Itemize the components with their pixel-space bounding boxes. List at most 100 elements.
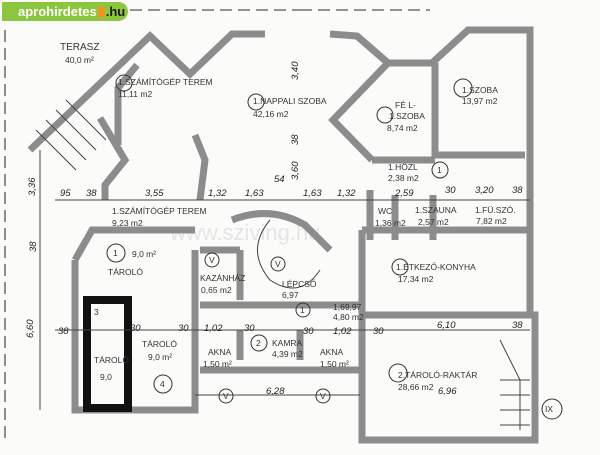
dimension: 38 xyxy=(28,241,39,252)
dimension: 6,60 xyxy=(25,319,36,338)
dimension: 38 xyxy=(512,320,523,331)
v-marker: V xyxy=(275,259,281,269)
dimension: 38 xyxy=(290,134,301,145)
axis-marker: IX xyxy=(545,404,553,414)
dimension: 30 xyxy=(244,323,255,334)
logo-text: aprohirdetes xyxy=(18,4,97,19)
dimension: 3,55 xyxy=(145,188,164,199)
dimension: 6,10 xyxy=(437,320,456,331)
dimension: 3,40 xyxy=(290,61,301,80)
room-area: 7,82 m2 xyxy=(476,216,507,226)
room-number: 2 xyxy=(256,338,261,348)
dimension: 3,20 xyxy=(475,185,494,196)
dimension: 3,60 xyxy=(290,161,301,180)
storage-3-black-outline xyxy=(83,296,132,412)
room-name: AKNA xyxy=(208,347,231,357)
dimension: 2,59 xyxy=(394,188,414,199)
room-name: FÉ L- xyxy=(395,100,416,110)
dimension: 38 xyxy=(512,185,523,196)
room-name: TÁROLÓ xyxy=(94,355,129,365)
logo-suffix: .hu xyxy=(105,4,126,19)
dimension: 1,32 xyxy=(337,188,356,199)
terrace-area: 40,0 m² xyxy=(65,55,94,65)
room-area: 13,97 m2 xyxy=(462,96,498,106)
dimension: 1,63 xyxy=(245,188,264,199)
room-number: 1 xyxy=(113,248,118,258)
dimension: 30 xyxy=(445,185,456,196)
room-area: 28,66 m2 xyxy=(398,382,434,392)
room-area: 9,0 xyxy=(100,372,112,382)
room-number-circle xyxy=(106,243,126,263)
dimension: 1,02 xyxy=(333,326,352,337)
room-marker-circle xyxy=(247,93,265,111)
dimension: 1,63 xyxy=(303,188,322,199)
room-area: 1,50 m² xyxy=(203,359,232,369)
dimension: 1,02 xyxy=(204,323,223,334)
room-name: AKNA xyxy=(320,347,343,357)
room-number-circle xyxy=(250,334,268,352)
dimension: 30 xyxy=(178,323,189,334)
marker-1: 1 xyxy=(300,305,305,315)
room-name: 1.SZOBA xyxy=(389,111,425,121)
dimension: 6,28 xyxy=(266,386,285,397)
room-labels: TERASZ 40,0 m² 1.SZÁMÍTÓGÉP TEREM 11,11 … xyxy=(60,42,516,394)
room-number: 3 xyxy=(94,307,99,317)
v-marker: V xyxy=(223,391,229,401)
room-name: 1.ÉTKEZŐ-KONYHA xyxy=(396,262,476,272)
dimension: 38 xyxy=(58,326,69,337)
room-name: 1.HÖZL xyxy=(388,162,418,172)
markers: V V V V 1 IX xyxy=(204,252,563,420)
room-name: 1.SZOBA xyxy=(462,85,498,95)
terrace-name: TERASZ xyxy=(60,42,99,53)
room-area: 11,11 m2 xyxy=(118,89,152,99)
room-name: TÁROLÓ xyxy=(142,339,177,349)
marker-1-label: 1 xyxy=(437,165,442,175)
room-area: 8,74 m2 xyxy=(387,123,418,133)
room-area: 1,50 m² xyxy=(320,359,349,369)
dimension: 6,96 xyxy=(438,386,457,397)
room-area: 0,65 m2 xyxy=(201,285,232,295)
dimension: 3,36 xyxy=(27,177,38,196)
room-name: 1.FÜ.SZÓ. xyxy=(475,205,516,215)
room-marker-circle xyxy=(388,363,408,383)
walls xyxy=(27,26,539,444)
room-area: 42,16 m2 xyxy=(253,109,289,119)
room-area: 9,0 m² xyxy=(148,352,172,362)
room-area: 9,23 m2 xyxy=(112,218,143,228)
room-area: 17,34 m2 xyxy=(398,274,434,284)
room-area: 1,36 m2 xyxy=(375,218,406,228)
room-name: 1.SZÁMÍTÓGÉP TEREM xyxy=(112,206,207,216)
dimension: 30 xyxy=(373,326,384,337)
dimension: 38 xyxy=(86,188,97,199)
room-area: 2,57 m2 xyxy=(418,217,449,227)
room-marker-circle xyxy=(115,74,133,92)
dimension: 95 xyxy=(60,188,71,199)
dimension: 54 xyxy=(274,174,285,185)
room-name: LÉPCSŐ xyxy=(282,279,317,289)
dimension: 30 xyxy=(130,323,141,334)
room-number: 4 xyxy=(160,379,165,389)
room-name: 1.SZÁMÍTÓGÉP TEREM xyxy=(118,77,213,87)
room-marker-circle xyxy=(453,78,473,98)
room-area: 2,38 m2 xyxy=(388,173,419,183)
dimension: 30 xyxy=(303,326,314,337)
room-name: 1.SZAUNA xyxy=(415,205,457,215)
room-marker-circle xyxy=(391,258,409,276)
v-marker: V xyxy=(209,255,215,265)
logo-mark: e xyxy=(97,7,105,22)
room-name: 1.NAPPALI SZOBA xyxy=(253,96,327,106)
room-area: 6,97 xyxy=(282,290,299,300)
room-area: 4,39 m2 xyxy=(272,349,303,359)
room-name: KAMRA xyxy=(272,338,303,348)
room-area: 9,0 m² xyxy=(132,249,156,259)
dimensions: 95 38 3,55 1,32 1,63 54 1,63 1,32 2,59 3… xyxy=(25,61,523,397)
v-marker: V xyxy=(320,391,326,401)
room-name: 2.TÁROLÓ-RAKTÁR xyxy=(398,370,477,380)
room-name: WC xyxy=(378,206,392,216)
room-number-circle xyxy=(153,374,173,394)
dimension: 1,32 xyxy=(208,188,227,199)
room-marker-circle xyxy=(376,106,394,124)
